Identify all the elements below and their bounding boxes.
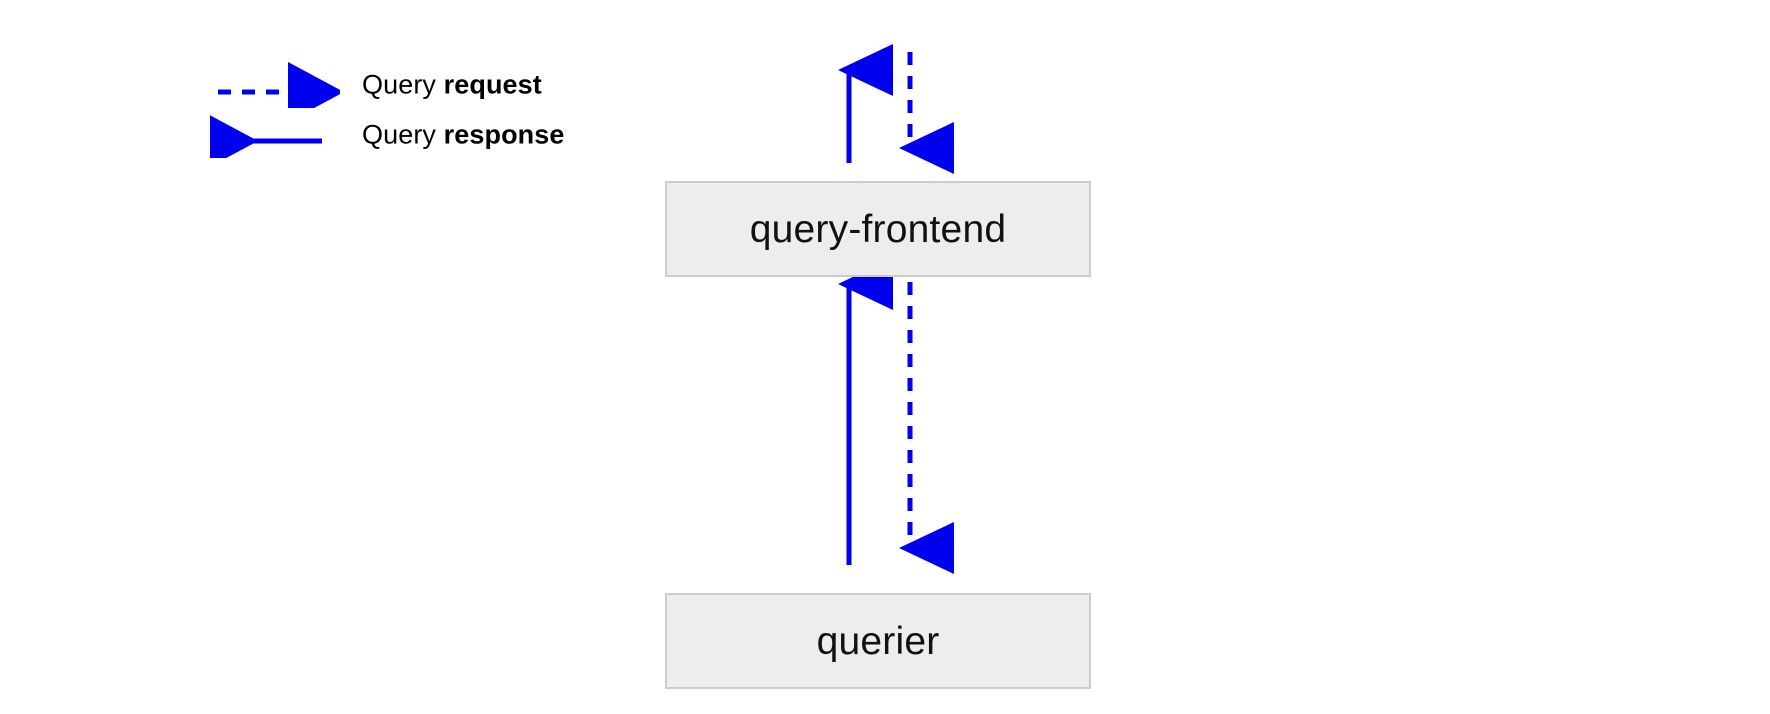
node-query-frontend[interactable]: query-frontend <box>665 181 1091 277</box>
legend-label-query-response: Query response <box>362 120 565 151</box>
legend-label-emphasis: request <box>443 69 542 100</box>
legend: Query request Query response <box>210 56 630 166</box>
legend-label-emphasis: response <box>443 119 565 150</box>
node-query-frontend-label: query-frontend <box>749 207 1007 251</box>
node-querier[interactable]: querier <box>665 593 1091 689</box>
legend-label-prefix: Query <box>362 119 444 150</box>
legend-item-query-request: Query request <box>210 62 630 108</box>
legend-item-query-response: Query response <box>210 112 630 158</box>
node-querier-label: querier <box>816 619 940 663</box>
solid-left-arrow-icon <box>210 112 322 158</box>
dashed-right-arrow-icon <box>218 62 340 108</box>
legend-label-query-request: Query request <box>362 70 542 101</box>
legend-label-prefix: Query <box>362 69 444 100</box>
